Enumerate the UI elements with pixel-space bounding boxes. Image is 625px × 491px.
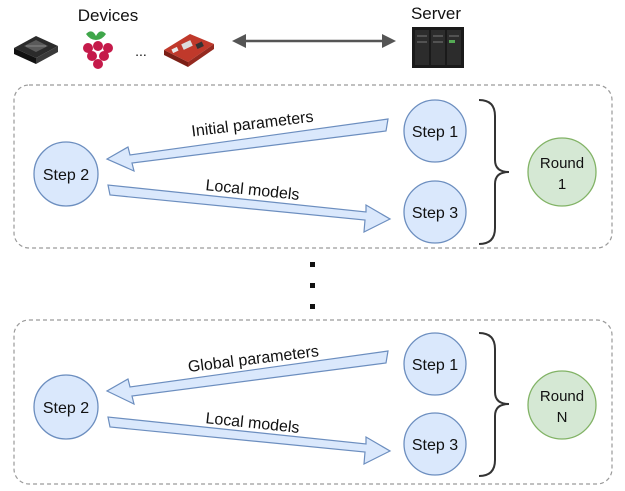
round-1-container <box>13 84 613 249</box>
round-n-step-2-label: Step 2 <box>43 400 89 417</box>
dev-board-icon <box>164 34 214 67</box>
round-n-label-line-2: N <box>557 409 568 426</box>
round-n-label-line-1: Round <box>540 388 584 405</box>
round-1-node <box>527 137 597 207</box>
round-1-step-1-node <box>403 99 467 163</box>
round-1-label-line-1: Round <box>540 155 584 172</box>
round-1-panel: Initial parameters Local models Step 2 S… <box>13 84 613 249</box>
round-n-container <box>13 319 613 485</box>
round-n-step-1-node <box>403 332 467 396</box>
round-n-upper-arrow <box>105 350 389 406</box>
round-1-step-3-label: Step 3 <box>412 205 458 222</box>
round-1-lower-arrow <box>107 184 392 234</box>
device-server-arrow <box>232 34 396 48</box>
rounds-ellipsis <box>310 262 315 309</box>
round-n-step-3-node <box>403 412 467 476</box>
round-1-step-3-node <box>403 180 467 244</box>
round-1-upper-arrow <box>105 118 389 173</box>
round-1-brace <box>478 99 510 245</box>
round-1-step-2-node <box>33 141 99 207</box>
server-label: Server <box>411 4 461 23</box>
round-1-label-line-2: 1 <box>558 176 566 193</box>
round-n-step-3-label: Step 3 <box>412 437 458 454</box>
round-1-step-1-label: Step 1 <box>412 124 458 141</box>
round-1-step-2-label: Step 2 <box>43 167 89 184</box>
server-rack-icon <box>412 27 464 68</box>
device-ellipsis: ... <box>135 43 147 59</box>
jetson-board-icon <box>14 36 58 64</box>
round-n-node <box>527 370 597 440</box>
round-n-step-1-label: Step 1 <box>412 357 458 374</box>
round-n-panel: Global parameters Local models Step 2 St… <box>13 319 613 485</box>
round-n-brace <box>478 332 510 477</box>
raspberry-pi-icon <box>83 31 113 69</box>
round-n-step-2-node <box>33 374 99 440</box>
devices-label: Devices <box>78 6 138 25</box>
round-n-lower-arrow <box>107 416 392 466</box>
